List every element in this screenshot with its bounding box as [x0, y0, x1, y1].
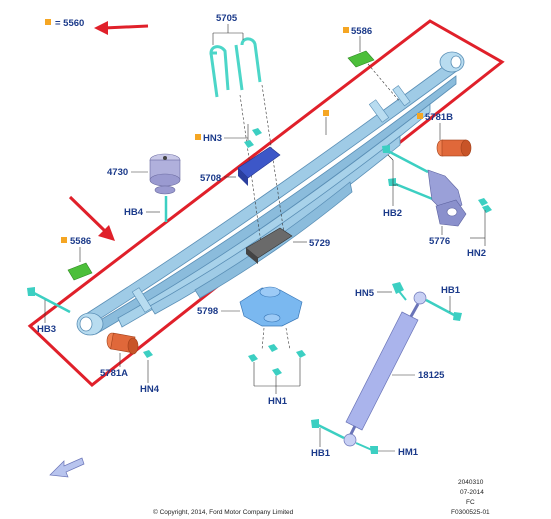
bolt-hb3-icon [27, 287, 71, 314]
nut-hn1-top-icon [248, 344, 306, 376]
footer-code-1: 2040310 [458, 479, 484, 486]
label-hn3: HN3 [203, 133, 222, 144]
label-hn1: HN1 [268, 396, 288, 407]
highlight-arrow [68, 195, 115, 241]
label-5776: 5776 [429, 236, 450, 247]
label-5705: 5705 [216, 13, 238, 24]
label-5708: 5708 [200, 173, 221, 184]
footer-code-3: FC [466, 499, 475, 506]
label-5586-left: 5586 [70, 236, 91, 247]
nut-hm1-icon [355, 442, 378, 454]
bolt-hb2-icon [382, 145, 436, 202]
bushing-5781a-icon [106, 332, 139, 355]
direction-arrow-icon [49, 457, 85, 478]
shackle-icon [427, 169, 467, 227]
bolt-hb1-bottom-icon [311, 419, 345, 440]
bushing-5781b-icon [436, 139, 472, 157]
nut-hn2-icon [478, 198, 492, 213]
footer-code-4: F0300525-01 [451, 509, 490, 516]
label-18125: 18125 [418, 370, 445, 381]
nut-hn4-icon [143, 350, 153, 358]
legend-text: = 5560 [55, 18, 84, 29]
label-hb4: HB4 [124, 207, 144, 218]
nut-hn5-icon [392, 282, 407, 301]
label-5781b: 5781B [425, 112, 453, 123]
label-5586-top: 5586 [351, 26, 372, 37]
label-5586-top-marker [343, 27, 349, 33]
hn3-marker [195, 134, 201, 140]
legend-marker [45, 19, 51, 25]
label-hn5: HN5 [355, 288, 375, 299]
u-bolt-icon [209, 37, 262, 98]
label-hb1-top: HB1 [441, 285, 461, 296]
rubber-pad-left-icon [67, 262, 93, 281]
label-5781b-marker [417, 113, 423, 119]
copyright: © Copyright, 2014, Ford Motor Company Li… [153, 508, 294, 516]
label-hb3: HB3 [37, 324, 56, 335]
label-hm1: HM1 [398, 447, 419, 458]
bump-stop-icon [149, 153, 181, 195]
shock-absorber-icon [343, 291, 427, 447]
label-4730: 4730 [107, 167, 128, 178]
rubber-pad-top-icon [347, 50, 375, 68]
label-hb1-bottom: HB1 [311, 448, 331, 459]
label-5798: 5798 [197, 306, 218, 317]
spring-marker [323, 110, 329, 116]
bolt-hb1-top-icon [425, 298, 462, 321]
label-5729: 5729 [309, 238, 330, 249]
nut-hn3-icon [244, 128, 262, 148]
leaf-spring [76, 51, 465, 336]
legend-arrow [94, 21, 149, 35]
label-hn4: HN4 [140, 384, 160, 395]
label-hn2: HN2 [467, 248, 486, 259]
label-5586-left-marker [61, 237, 67, 243]
label-5781a: 5781A [100, 368, 128, 379]
label-hb2: HB2 [383, 208, 402, 219]
footer-code-2: 07-2014 [460, 489, 484, 496]
highlight-box [27, 19, 505, 387]
spring-seat-icon [239, 286, 303, 327]
